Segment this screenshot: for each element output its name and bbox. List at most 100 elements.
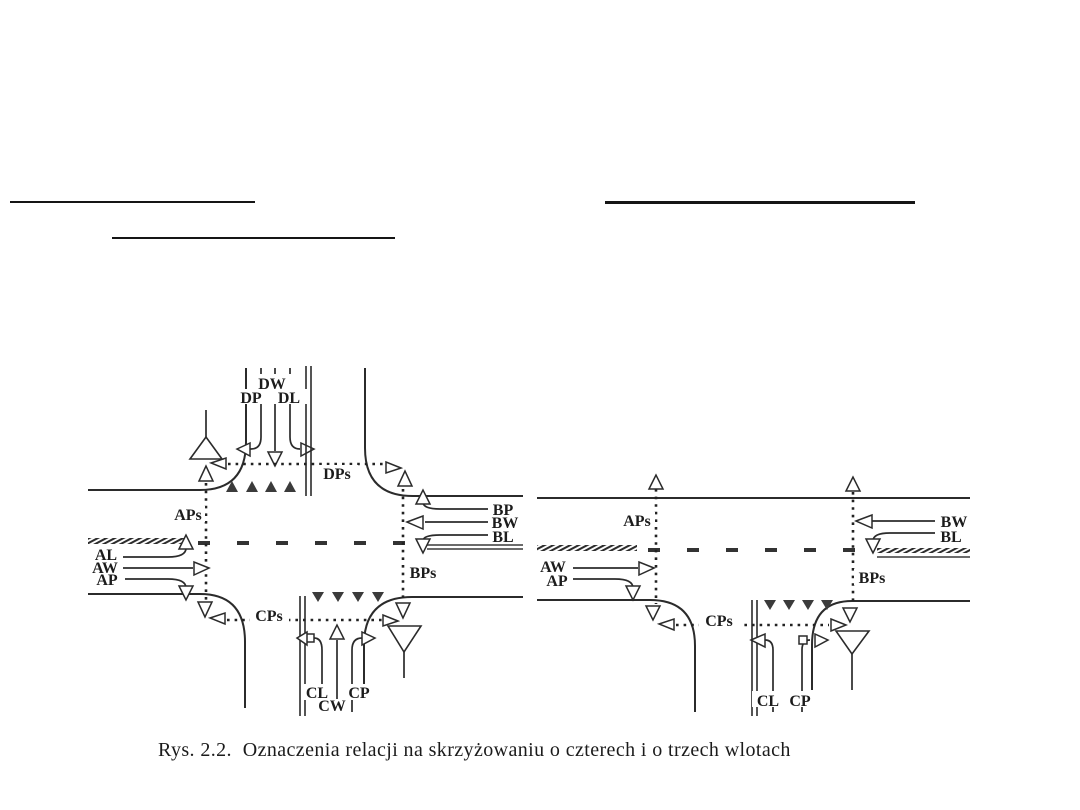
- arrow-bl-down-icon: [864, 538, 882, 555]
- arrow-bw-left-icon: [405, 514, 424, 531]
- arrow-ap-down-icon: [624, 585, 642, 602]
- arrow-aw-right-icon: [638, 560, 656, 577]
- label-cw: CW: [318, 698, 346, 715]
- yield-markings-south: [764, 600, 833, 610]
- label-aps: APs: [174, 507, 202, 524]
- lane-arrow-cl-left-icon: [295, 630, 308, 647]
- lane-arrow-dl-right-icon: [300, 441, 316, 458]
- corner-arrow-left-icon: [208, 456, 227, 471]
- center-line-hatched-west: [537, 545, 637, 551]
- label-bp: BP: [493, 502, 514, 519]
- corner-open-arrows: [644, 473, 862, 633]
- arrow-bp-up-icon: [414, 488, 432, 505]
- label-bps: BPs: [859, 570, 886, 587]
- yield-markings-north: [226, 481, 296, 492]
- lane-line-cp: [351, 637, 363, 712]
- west-approach-arrows: [573, 560, 656, 602]
- label-dps: DPs: [323, 466, 351, 483]
- yield-triangle-icon: [764, 600, 776, 610]
- yield-triangle-icon: [352, 592, 364, 602]
- west-approach-arrows: [123, 533, 211, 602]
- yield-triangle-icon: [372, 592, 384, 602]
- right-diagram-labels: APs AW AP BW BL BPs CPs CL CP: [540, 512, 967, 710]
- corner-arrow-down-icon: [196, 601, 214, 619]
- corner-arrow-right-icon: [385, 460, 404, 475]
- label-dp: DP: [240, 390, 262, 407]
- corner-arrow-up-icon: [396, 469, 414, 487]
- lane-arrow-dw-down-icon: [266, 451, 284, 468]
- figure-caption: Rys. 2.2. Oznaczenia relacji na skrzyżow…: [158, 739, 791, 761]
- south-leg-lanes: [749, 600, 830, 716]
- arrow-ap-down-icon: [177, 585, 195, 602]
- underline-left: [10, 201, 255, 203]
- label-cp: CP: [789, 693, 811, 710]
- corner-arrow-left-icon: [207, 611, 226, 626]
- label-cps: CPs: [255, 608, 283, 625]
- north-center-double-line: [305, 366, 312, 496]
- label-dw: DW: [258, 376, 286, 393]
- corner-arrow-right-icon: [830, 617, 849, 633]
- corner-arrow-up-icon: [197, 464, 215, 482]
- label-bl: BL: [940, 529, 961, 546]
- yield-triangle-icon: [284, 481, 296, 492]
- label-ap: AP: [96, 572, 118, 589]
- corner-arrow-down-icon: [644, 605, 662, 622]
- label-ap: AP: [546, 573, 568, 590]
- main-road-center-line: [88, 538, 523, 550]
- lane-line-cl: [313, 637, 323, 712]
- right-intersection-diagram: APs AW AP BW BL BPs CPs CL CP: [537, 473, 970, 716]
- arrow-bl-down-icon: [414, 538, 432, 555]
- lane-line-dl: [289, 368, 301, 450]
- lane-line-cl: [764, 639, 774, 712]
- corner-arrow-right-icon: [382, 613, 401, 628]
- lane-arrow-cl-left-icon: [749, 632, 766, 649]
- left-diagram-labels: DW DP DL DPs APs AL AW AP BP BW BL BPs C…: [92, 374, 518, 715]
- label-dl: DL: [278, 390, 300, 407]
- yield-triangle-icon: [226, 481, 238, 492]
- yield-sign-down-icon: [386, 625, 423, 654]
- stop-lines: [204, 462, 405, 622]
- road-edge-west-bottom-south-left: [88, 593, 246, 708]
- corner-arrow-up-icon: [844, 475, 862, 492]
- yield-sign-southeast: [834, 630, 871, 690]
- yield-triangle-icon: [312, 592, 324, 602]
- arrow-line-bp: [422, 501, 488, 510]
- arrow-line-bl: [872, 532, 935, 542]
- underline-center: [112, 237, 395, 239]
- stop-lines: [654, 489, 855, 627]
- label-cl: CL: [757, 693, 779, 710]
- label-aw: AW: [540, 559, 566, 576]
- yield-triangle-icon: [246, 481, 258, 492]
- label-bw: BW: [492, 515, 519, 532]
- center-line-double-east: [427, 544, 523, 550]
- lane-line-dp: [249, 368, 262, 450]
- yield-sign-up-icon: [188, 435, 224, 460]
- lane-arrow-cw-up-icon: [328, 623, 346, 640]
- road-edge-south-right-east-bottom: [363, 596, 523, 700]
- road-edge-bottom-west-south-left: [537, 599, 696, 712]
- center-line-hatched-east: [877, 548, 970, 553]
- label-al: AL: [95, 547, 117, 564]
- arrow-aw-right-icon: [193, 560, 211, 577]
- lane-arrow-cp-right-icon: [814, 632, 830, 649]
- label-cp: CP: [348, 685, 370, 702]
- arrow-al-up-icon: [177, 533, 195, 550]
- corner-arrow-down-icon: [841, 607, 859, 624]
- yield-sign-southeast: [386, 625, 423, 678]
- main-road-center-line: [537, 545, 970, 558]
- yield-triangle-icon: [821, 600, 833, 610]
- center-line-hatched-west: [88, 538, 185, 544]
- yield-markings-south: [312, 592, 384, 602]
- lane-arrow-cp-square: [798, 635, 808, 645]
- road-edge-west-top-north-left: [88, 368, 247, 491]
- label-aw: AW: [92, 560, 118, 577]
- arrow-bw-left-icon: [854, 513, 873, 530]
- yield-triangle-icon: [332, 592, 344, 602]
- east-approach-arrows: [854, 513, 935, 555]
- yield-triangle-icon: [802, 600, 814, 610]
- arrow-line-ap: [125, 578, 187, 589]
- lane-arrow-cp-right-icon: [361, 630, 377, 647]
- arrow-line-bl: [422, 534, 488, 542]
- lane-arrow-dp-left-icon: [235, 441, 251, 458]
